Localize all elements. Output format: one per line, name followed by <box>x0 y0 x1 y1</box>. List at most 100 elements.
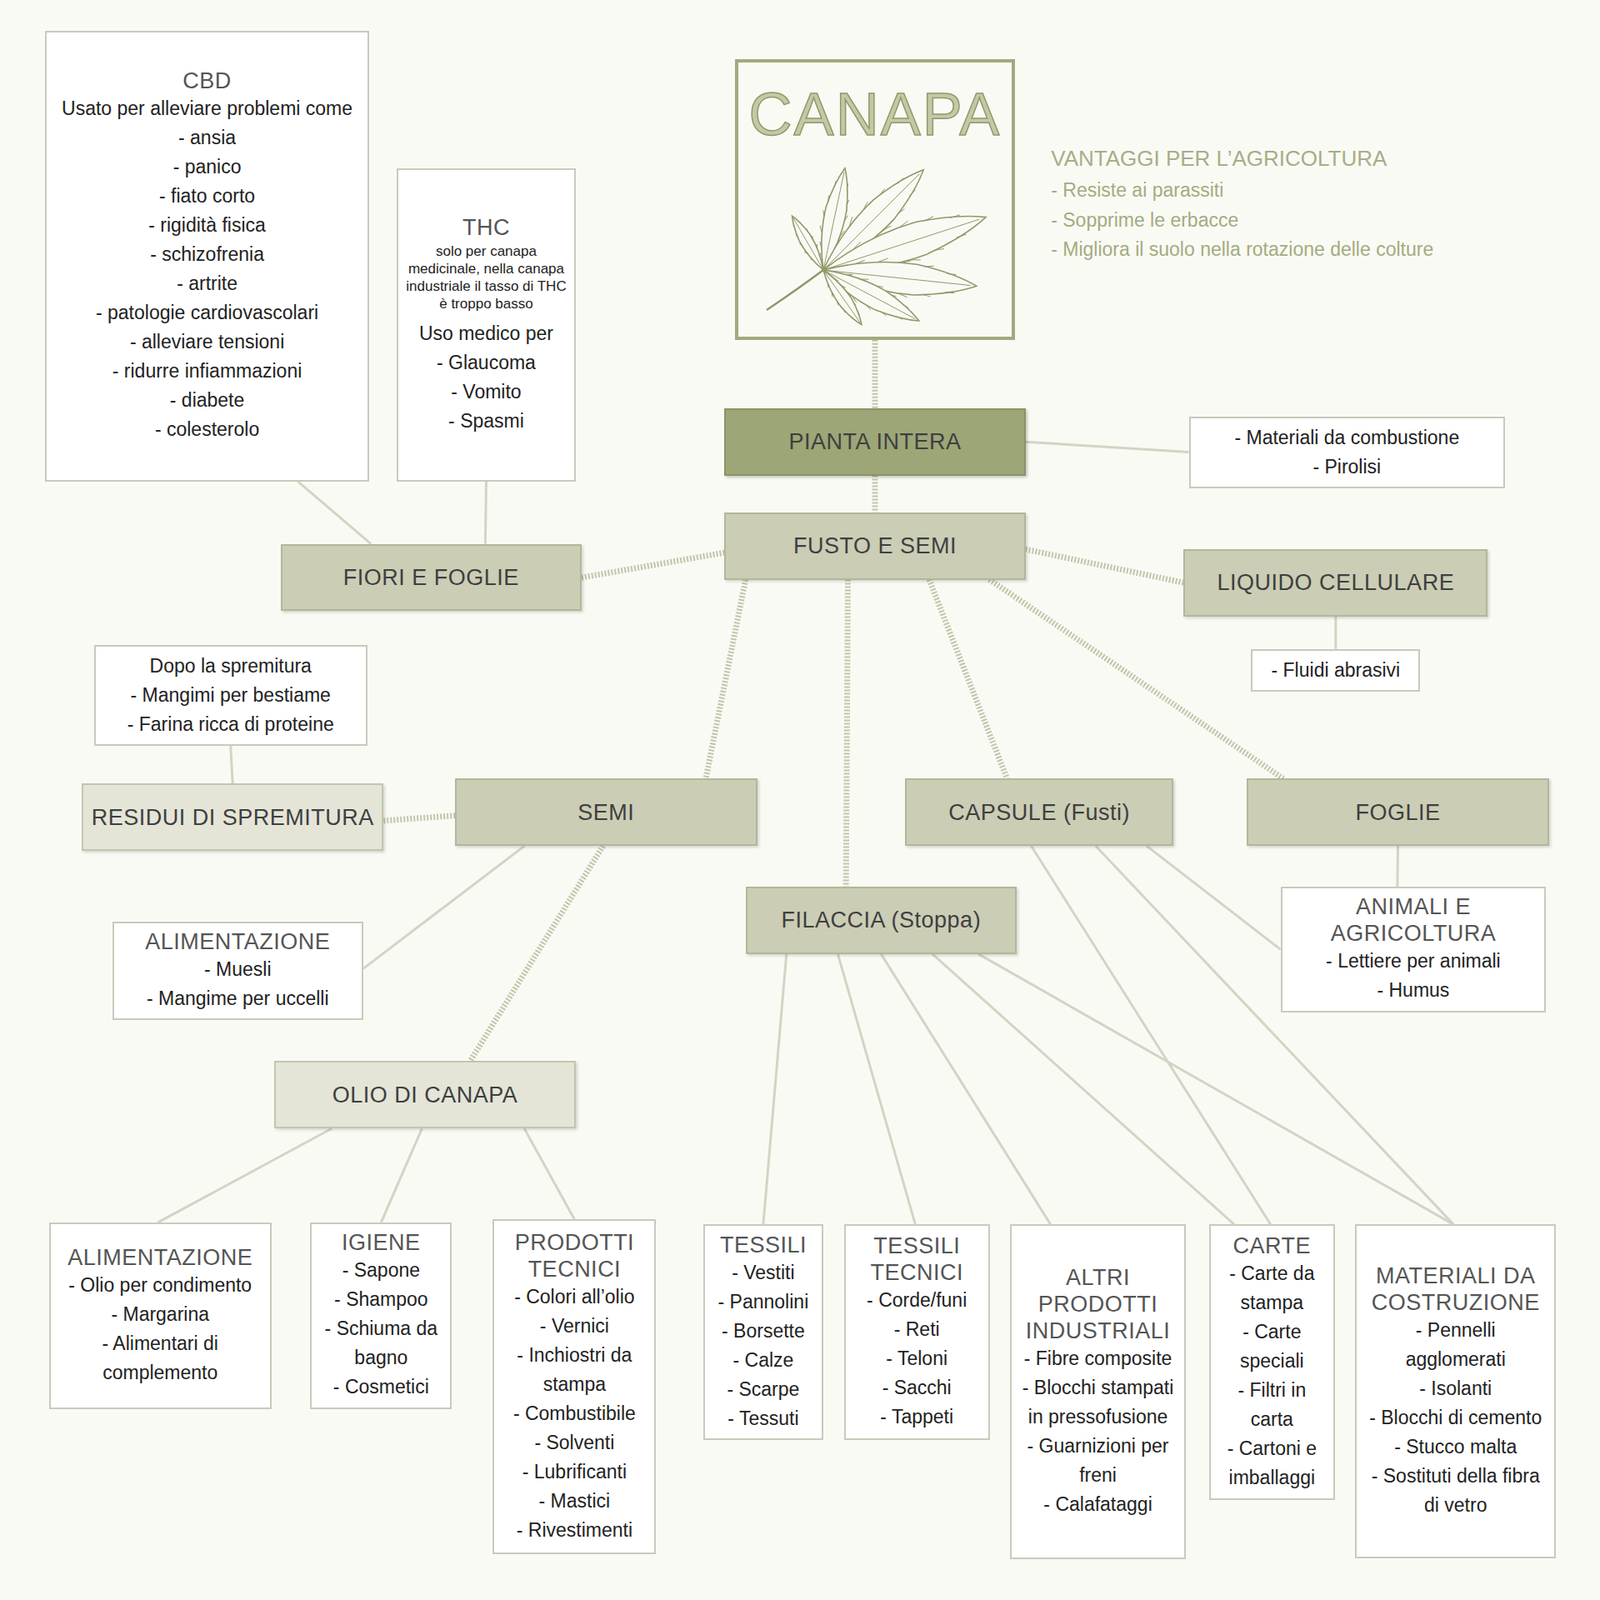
box-heading: ANIMALI E AGRICOLTURA <box>1289 893 1538 947</box>
list-item: - Farina ricca di proteine <box>102 710 360 740</box>
box-heading: THC <box>405 214 567 241</box>
connector-line <box>230 745 233 785</box>
connector-line <box>158 1128 332 1223</box>
list-item: - Stucco malta <box>1363 1432 1548 1462</box>
list-item: - rigidità fisica <box>53 210 361 240</box>
category-label: SEMI <box>463 798 749 827</box>
connector-line <box>1395 845 1400 887</box>
list-item: - Mangime per uccelli <box>120 984 355 1014</box>
list-item: - Blocchi stampati in pressofusione <box>1018 1373 1178 1432</box>
info-box: Dopo la spremitura- Mangimi per bestiame… <box>94 645 368 746</box>
box-heading: ALTRI PRODOTTI INDUSTRIALI <box>1018 1264 1178 1345</box>
info-box: MATERIALI DA COSTRUZIONE- Pennelli agglo… <box>1355 1224 1556 1558</box>
connector-line <box>880 954 1050 1225</box>
category-label: FOGLIE <box>1255 798 1540 827</box>
connector-line <box>871 340 878 409</box>
box-heading: ALIMENTAZIONE <box>57 1244 264 1271</box>
info-box: THCsolo per canapa medicinale, nella can… <box>396 168 575 482</box>
title-box: CANAPA <box>735 59 1016 340</box>
list-item: - Sostituti della fibra di vetro <box>1363 1461 1548 1520</box>
list-item: - Solventi <box>500 1428 648 1458</box>
list-item: - Lubrificanti <box>500 1457 648 1487</box>
connector-line <box>581 552 725 578</box>
category-bar: LIQUIDO CELLULARE <box>1183 549 1488 617</box>
info-box: TESSILI TECNICI- Corde/funi- Reti- Telon… <box>844 1224 990 1440</box>
note-text: - Migliora il suolo nella rotazione dell… <box>1050 236 1434 262</box>
connector-line <box>837 954 915 1225</box>
box-heading: ALIMENTAZIONE <box>120 928 355 955</box>
list-item: - Fibre composite <box>1018 1344 1178 1374</box>
connector-line <box>1025 441 1190 452</box>
list-item: - schizofrenia <box>53 240 361 270</box>
list-item: - Shampoo <box>318 1285 444 1315</box>
connector-line <box>1334 616 1337 650</box>
connector-line <box>383 815 455 821</box>
list-item: - Isolanti <box>1363 1374 1548 1404</box>
info-box: - Fluidi abrasivi <box>1250 649 1420 692</box>
list-item: - Reti <box>852 1315 982 1345</box>
box-heading: IGIENE <box>318 1229 444 1256</box>
list-item: - Tessuti <box>711 1404 815 1434</box>
category-bar: RESIDUI DI SPREMITURA <box>81 783 384 851</box>
info-box: IGIENE- Sapone- Shampoo- Schiuma da bagn… <box>310 1222 452 1410</box>
list-item: - Vestiti <box>711 1258 815 1288</box>
category-bar: SEMI <box>455 778 757 846</box>
box-heading: MATERIALI DA COSTRUZIONE <box>1363 1262 1548 1316</box>
list-item: - diabete <box>53 385 361 415</box>
list-item: - Teloni <box>852 1344 982 1374</box>
category-bar: CAPSULE (Fusti) <box>905 778 1174 846</box>
list-item: - ansia <box>53 123 361 153</box>
info-box: ANIMALI E AGRICOLTURA- Lettiere per anim… <box>1280 886 1546 1013</box>
list-item: - Calafataggi <box>1018 1490 1178 1520</box>
list-item: - panico <box>53 152 361 182</box>
list-item: - Schiuma da bagno <box>318 1314 444 1373</box>
connector-line <box>363 845 525 969</box>
connector-line <box>929 580 1007 780</box>
list-item: - Inchiostri da stampa <box>500 1340 648 1400</box>
category-bar: FIORI E FOGLIE <box>280 544 582 612</box>
list-item: - fiato corto <box>53 181 361 211</box>
connector-line <box>380 1128 422 1223</box>
list-item: - alleviare tensioni <box>53 327 361 357</box>
connector-line <box>763 954 787 1225</box>
list-item: - artrite <box>53 269 361 299</box>
list-item: - Combustibile <box>500 1399 648 1429</box>
info-box: ALIMENTAZIONE- Muesli- Mangime per uccel… <box>112 921 364 1020</box>
list-item: - Vernici <box>500 1311 648 1341</box>
category-bar: FUSTO E SEMI <box>724 512 1025 580</box>
list-item: - Cartoni e imballaggi <box>1217 1434 1327 1493</box>
connector-line <box>470 845 604 1061</box>
list-item: - Humus <box>1289 975 1538 1005</box>
category-label: PIANTA INTERA <box>732 427 1017 456</box>
box-heading: TESSILI TECNICI <box>852 1232 982 1286</box>
category-bar: FILACCIA (Stoppa) <box>745 886 1016 955</box>
box-heading: PRODOTTI TECNICI <box>500 1229 648 1283</box>
info-box: ALIMENTAZIONE- Olio per condimento- Marg… <box>49 1222 272 1410</box>
title-text: CANAPA <box>738 80 1013 148</box>
list-item: - Borsette <box>711 1316 815 1346</box>
box-heading: TESSILI <box>711 1231 815 1259</box>
list-item: - Mastici <box>500 1486 648 1516</box>
connector-line <box>485 481 486 545</box>
category-bar: OLIO DI CANAPA <box>274 1060 575 1129</box>
list-item: Dopo la spremitura <box>102 651 360 681</box>
list-item: - Lettiere per animali <box>1289 946 1538 976</box>
list-item: - Guarnizioni per freni <box>1018 1431 1178 1490</box>
connector-line <box>932 954 1235 1225</box>
list-item: - Scarpe <box>711 1375 815 1405</box>
info-box: PRODOTTI TECNICI- Colori all’olio- Verni… <box>492 1219 656 1555</box>
list-item: - Calze <box>711 1345 815 1375</box>
connector-line <box>845 580 848 888</box>
list-item: - Spasmi <box>405 406 567 436</box>
list-item: - Corde/funi <box>852 1285 982 1315</box>
list-item: - patologie cardiovascolari <box>53 298 361 328</box>
connector-line <box>298 481 372 545</box>
list-item: - Pannolini <box>711 1287 815 1317</box>
list-item: - Blocchi di cemento <box>1363 1403 1548 1433</box>
category-label: CAPSULE (Fusti) <box>913 798 1165 827</box>
list-item: - Carte da stampa <box>1217 1259 1327 1318</box>
category-label: OLIO DI CANAPA <box>282 1080 567 1110</box>
category-label: RESIDUI DI SPREMITURA <box>90 803 375 832</box>
